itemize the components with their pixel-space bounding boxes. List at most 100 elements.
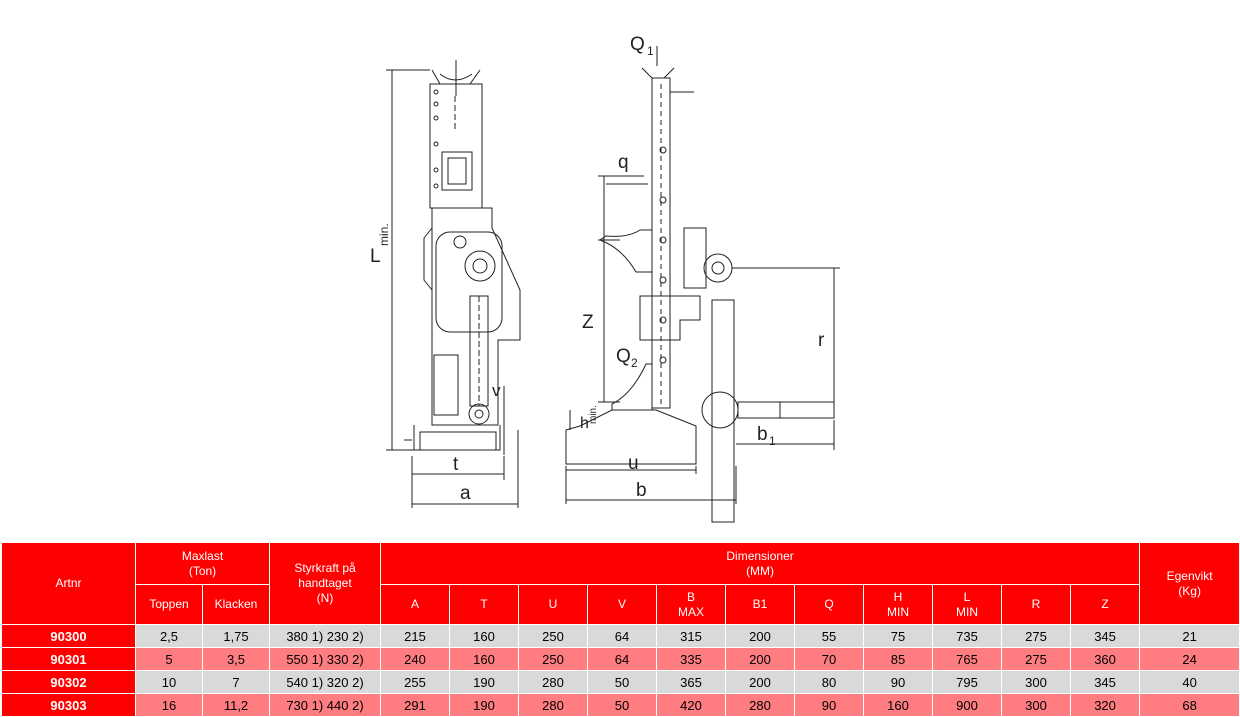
cell-klacken: 3,5	[202, 647, 270, 671]
cell-artnr: 90302	[1, 670, 136, 694]
dim-label: H	[893, 589, 903, 604]
cell-a: 240	[380, 647, 450, 671]
cell-l: 900	[932, 693, 1002, 717]
cell-egenvikt: 24	[1139, 647, 1240, 671]
specification-table: Artnr Maxlast (Ton) Styrkraft på handtag…	[1, 542, 1240, 717]
cell-artnr: 90301	[1, 647, 136, 671]
cell-toppen: 2,5	[135, 624, 203, 648]
cell-u: 280	[518, 693, 588, 717]
label-Q2: Q	[616, 346, 631, 367]
dim-label: L	[963, 589, 971, 604]
cell-styrkraft: 380 1) 230 2)	[269, 624, 381, 648]
cell-styrkraft: 540 1) 320 2)	[269, 670, 381, 694]
header-egenvikt-line1: Egenvikt	[1166, 568, 1213, 583]
cell-z: 320	[1069, 693, 1141, 717]
cell-q: 55	[794, 624, 864, 648]
side-view	[565, 46, 840, 523]
label-h-min: min.	[588, 405, 599, 424]
dim-label-sub: MIN	[887, 604, 909, 619]
cell-h: 75	[863, 624, 933, 648]
cell-u: 250	[518, 647, 588, 671]
header-egenvikt: Egenvikt (Kg)	[1139, 542, 1240, 625]
table-row: 90302 10 7 540 1) 320 2) 255 190 280 50 …	[1, 670, 1240, 694]
dim-label: V	[617, 597, 626, 611]
cell-toppen: 10	[135, 670, 203, 694]
header-dim-t: T	[449, 584, 519, 625]
label-u: u	[628, 453, 639, 474]
cell-klacken: 11,2	[202, 693, 270, 717]
front-view	[386, 60, 521, 508]
header-styrkraft-line1: Styrkraft på	[294, 561, 356, 575]
cell-l: 795	[932, 670, 1002, 694]
header-styrkraft-line3: (N)	[316, 591, 334, 605]
cell-q: 90	[794, 693, 864, 717]
cell-toppen: 16	[135, 693, 203, 717]
header-klacken: Klacken	[202, 584, 270, 625]
cell-b1: 200	[725, 647, 795, 671]
dim-label-sub: MIN	[956, 604, 978, 619]
header-dim-u: U	[518, 584, 588, 625]
cell-h: 90	[863, 670, 933, 694]
cell-r: 300	[1001, 670, 1071, 694]
cell-styrkraft: 730 1) 440 2)	[269, 693, 381, 717]
cell-a: 255	[380, 670, 450, 694]
cell-t: 190	[449, 670, 519, 694]
cell-q: 80	[794, 670, 864, 694]
label-b1: b	[757, 424, 768, 445]
cell-b: 335	[656, 647, 726, 671]
cell-b: 365	[656, 670, 726, 694]
label-h: h	[580, 415, 589, 432]
header-dimensioner-line2: (MM)	[746, 563, 775, 578]
dim-label: Z	[1101, 597, 1109, 611]
cell-styrkraft: 550 1) 330 2)	[269, 647, 381, 671]
label-Q2-sub: 2	[631, 356, 638, 370]
dim-label: Q	[824, 597, 834, 611]
cell-u: 250	[518, 624, 588, 648]
cell-z: 345	[1069, 624, 1141, 648]
cell-h: 160	[863, 693, 933, 717]
label-L: L	[370, 246, 381, 267]
cell-v: 50	[587, 693, 657, 717]
label-Q1-sub: 1	[647, 44, 654, 58]
header-styrkraft-line2: handtaget	[298, 576, 352, 590]
dim-label-sub: MAX	[677, 604, 704, 619]
header-dim-z: Z	[1069, 584, 1141, 625]
label-L-min: min.	[377, 223, 391, 246]
header-styrkraft: Styrkraft på handtaget (N)	[269, 542, 381, 625]
cell-v: 64	[587, 647, 657, 671]
cell-t: 190	[449, 693, 519, 717]
label-Z: Z	[582, 312, 594, 333]
cell-t: 160	[449, 647, 519, 671]
header-dim-a: A	[380, 584, 450, 625]
table-row: 90303 16 11,2 730 1) 440 2) 291 190 280 …	[1, 693, 1240, 717]
cell-egenvikt: 68	[1139, 693, 1240, 717]
cell-b: 420	[656, 693, 726, 717]
dim-label: B1	[752, 597, 768, 611]
header-dimensioner-line1: Dimensioner	[726, 548, 794, 563]
cell-q: 70	[794, 647, 864, 671]
header-dim-r: R	[1001, 584, 1071, 625]
cell-b1: 200	[725, 624, 795, 648]
cell-toppen: 5	[135, 647, 203, 671]
cell-klacken: 1,75	[202, 624, 270, 648]
cell-l: 735	[932, 624, 1002, 648]
header-artnr: Artnr	[1, 542, 136, 625]
header-dim-v: V	[587, 584, 657, 625]
header-egenvikt-line2: (Kg)	[1178, 583, 1201, 598]
header-toppen: Toppen	[135, 584, 203, 625]
dim-label: U	[548, 597, 558, 611]
dim-label: T	[480, 597, 488, 611]
cell-a: 215	[380, 624, 450, 648]
cell-z: 345	[1069, 670, 1141, 694]
cell-b: 315	[656, 624, 726, 648]
cell-v: 50	[587, 670, 657, 694]
cell-z: 360	[1069, 647, 1141, 671]
header-dim-q: Q	[794, 584, 864, 625]
label-t: t	[453, 454, 459, 475]
cell-r: 275	[1001, 647, 1071, 671]
cell-v: 64	[587, 624, 657, 648]
label-v: v	[492, 381, 501, 400]
label-b: b	[636, 480, 647, 501]
